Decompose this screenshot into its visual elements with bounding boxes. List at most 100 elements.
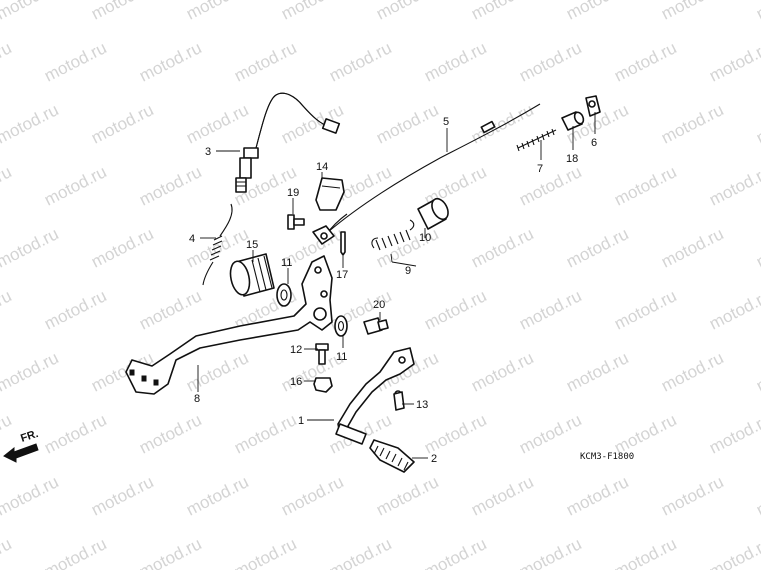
watermark-text: motod.ru — [753, 472, 761, 519]
callout-17: 17 — [336, 269, 348, 281]
part-spring-7 — [516, 128, 557, 152]
callout-15: 13 — [416, 399, 428, 411]
callout-9: 9 — [405, 265, 411, 277]
callout-8: 8 — [194, 393, 200, 405]
watermark-text: motod.ru — [421, 38, 489, 85]
watermark-text: motod.ru — [658, 224, 726, 271]
watermark-text: motod.ru — [658, 100, 726, 147]
watermark-text: motod.ru — [658, 0, 726, 24]
watermark-text: motod.ru — [516, 534, 584, 570]
part-cable — [324, 103, 541, 237]
part-adjust-nut — [561, 111, 585, 131]
watermark-text: motod.ru — [41, 410, 109, 457]
part-switch-spring — [202, 203, 233, 286]
watermark-text: motod.ru — [373, 100, 441, 147]
watermark-text: motod.ru — [0, 534, 15, 570]
watermark-text: motod.ru — [516, 162, 584, 209]
callout-20: 20 — [373, 299, 385, 311]
part-joint — [585, 95, 601, 117]
watermark-text: motod.ru — [421, 534, 489, 570]
part-cable-end — [312, 225, 335, 245]
watermark-text: motod.ru — [706, 534, 761, 570]
watermark-text: motod.ru — [183, 0, 251, 24]
watermark-text: motod.ru — [88, 472, 156, 519]
watermark-text: motod.ru — [231, 534, 299, 570]
diagram-code: KCM3-F1800 — [580, 452, 634, 462]
watermark-text: motod.ru — [183, 472, 251, 519]
watermark-text: motod.ru — [136, 534, 204, 570]
watermark-text: motod.ru — [753, 0, 761, 24]
watermark-text: motod.ru — [753, 348, 761, 395]
watermark-text: motod.ru — [611, 534, 679, 570]
callout-13: 15 — [246, 239, 258, 251]
watermark-text: motod.ru — [136, 38, 204, 85]
watermark-text: motod.ru — [41, 162, 109, 209]
callout-18: 18 — [566, 153, 578, 165]
watermark-text: motod.ru — [563, 0, 631, 24]
direction-label: FR. — [19, 428, 40, 445]
watermark-text: motod.ru — [278, 0, 346, 24]
watermark-text: motod.ru — [0, 38, 15, 85]
watermark-text: motod.ru — [231, 38, 299, 85]
watermark-text: motod.ru — [706, 286, 761, 333]
watermark-text: motod.ru — [0, 224, 62, 271]
part-pedal-rubber — [369, 439, 415, 473]
watermark-text: motod.ru — [183, 100, 251, 147]
part-nut-16 — [313, 377, 333, 393]
callout-16: 16 — [290, 376, 302, 388]
watermark-text: motod.ru — [0, 348, 62, 395]
callout-14: 12 — [290, 344, 302, 356]
watermark-text: motod.ru — [136, 162, 204, 209]
part-pivot-shaft — [229, 253, 275, 297]
watermark-text: motod.ru — [373, 0, 441, 24]
watermark-text: motod.ru — [516, 286, 584, 333]
watermark-text: motod.ru — [706, 38, 761, 85]
watermark-text: motod.ru — [88, 224, 156, 271]
callout-6: 6 — [591, 137, 597, 149]
direction-arrow: FR. — [3, 428, 40, 463]
part-washer-a — [276, 283, 292, 307]
watermark-text: motod.ru — [326, 38, 394, 85]
watermark-text: motod.ru — [563, 224, 631, 271]
watermark-text: motod.ru — [0, 0, 62, 24]
watermark-text: motod.ru — [658, 348, 726, 395]
watermark-text: motod.ru — [753, 100, 761, 147]
callout-5: 5 — [443, 116, 449, 128]
watermark-text: motod.ru — [183, 348, 251, 395]
watermark-text: motod.ru — [41, 534, 109, 570]
part-brake-pedal — [125, 255, 333, 395]
part-spring-9 — [371, 219, 415, 251]
callout-11b: 11 — [336, 351, 347, 363]
watermark-text: motod.ru — [278, 472, 346, 519]
watermark-text: motod.ru — [468, 472, 536, 519]
watermark-text: motod.ru — [706, 410, 761, 457]
watermark-text: motod.ru — [0, 162, 15, 209]
part-washer-b — [334, 315, 348, 337]
watermark-text: motod.ru — [231, 410, 299, 457]
watermark-text: motod.ru — [373, 472, 441, 519]
callout-7: 7 — [537, 163, 543, 175]
watermark-text: motod.ru — [136, 410, 204, 457]
watermark-text: motod.ru — [753, 224, 761, 271]
part-collar — [417, 197, 449, 230]
callout-4: 4 — [189, 233, 195, 245]
watermark-text: motod.ru — [563, 348, 631, 395]
watermark-text: motod.ru — [41, 38, 109, 85]
watermark-text: motod.ru — [611, 38, 679, 85]
watermark-text: motod.ru — [88, 100, 156, 147]
part-bolt-14 — [315, 343, 329, 365]
watermark-text: motod.ru — [0, 100, 62, 147]
watermark-text: motod.ru — [326, 534, 394, 570]
callout-11a: 11 — [281, 257, 292, 269]
watermark-text: motod.ru — [658, 472, 726, 519]
watermark-text: motod.ru — [611, 410, 679, 457]
watermark-text: motod.ru — [468, 224, 536, 271]
part-bracket — [315, 177, 345, 211]
callouts: 3 4 5 6 7 18 14 19 15 11 17 10 9 20 11 1… — [189, 116, 597, 465]
watermark-text: motod.ru — [41, 286, 109, 333]
watermark-text: motod.ru — [468, 348, 536, 395]
callout-10: 10 — [419, 232, 431, 244]
callout-19: 19 — [287, 187, 299, 199]
